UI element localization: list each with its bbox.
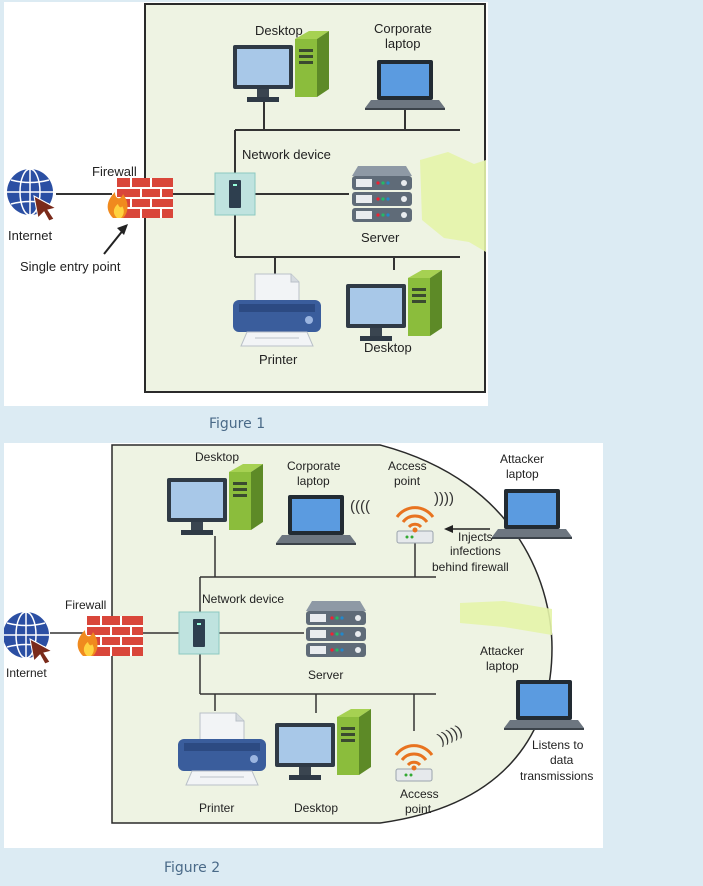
- printer-label: Printer: [199, 801, 234, 815]
- injects-label-2: infections: [450, 544, 501, 558]
- desktop-bottom-label: Desktop: [294, 801, 338, 815]
- access-point-bottom-label-2: point: [405, 802, 432, 816]
- listens-label-1: Listens to: [532, 738, 584, 752]
- server-icon: [306, 601, 366, 657]
- figure-2-caption: Figure 2: [164, 860, 221, 876]
- figure-1-caption: Figure 1: [209, 416, 266, 432]
- attacker-laptop-bottom-icon: [504, 680, 584, 730]
- network-device-label: Network device: [202, 592, 284, 606]
- corporate-laptop-label-1: Corporate: [374, 21, 432, 36]
- highlight-blob: [460, 601, 552, 635]
- figure-1-panel: Internet Firewall Single entry point Net…: [4, 2, 488, 406]
- corporate-laptop-label-1: Corporate: [287, 459, 341, 473]
- access-point-top-label-2: point: [394, 474, 421, 488]
- corporate-laptop-label-2: laptop: [297, 474, 330, 488]
- injects-label-1: Injects: [458, 530, 493, 544]
- server-label: Server: [308, 668, 343, 682]
- figure-2-panel: Internet Firewall Network device Desktop…: [4, 443, 603, 848]
- internet-label: Internet: [8, 228, 52, 243]
- attacker-laptop-bottom-label-1: Attacker: [480, 644, 524, 658]
- network-device-label: Network device: [242, 147, 331, 162]
- corporate-laptop-icon: [365, 60, 445, 110]
- network-device-icon: [178, 611, 220, 655]
- server-icon: [352, 166, 412, 222]
- attacker-laptop-top-icon: [492, 489, 572, 539]
- listens-label-2: data: [550, 753, 574, 767]
- wireless-waves-attacker-top: )))): [434, 490, 454, 507]
- highlight-blob: [420, 152, 486, 252]
- wireless-waves-corporate: ((((: [350, 498, 370, 515]
- desktop-bottom-label: Desktop: [364, 340, 412, 355]
- figure-2-diagram: Internet Firewall Network device Desktop…: [4, 444, 593, 824]
- injects-label-3: behind firewall: [432, 560, 509, 574]
- globe-icon: [4, 611, 53, 665]
- attacker-laptop-top-label-2: laptop: [506, 467, 539, 481]
- globe-icon: [6, 168, 57, 222]
- server-label: Server: [361, 230, 400, 245]
- desktop-top-label: Desktop: [255, 23, 303, 38]
- single-entry-point-label: Single entry point: [20, 259, 121, 274]
- attacker-laptop-top-label-1: Attacker: [500, 452, 544, 466]
- printer-label: Printer: [259, 352, 298, 367]
- desktop-top-label: Desktop: [195, 450, 239, 464]
- access-point-top-label-1: Access: [388, 459, 427, 473]
- corporate-laptop-label-2: laptop: [385, 36, 420, 51]
- network-lines: [50, 536, 436, 731]
- internet-label: Internet: [6, 666, 47, 680]
- firewall-icon: [76, 615, 144, 657]
- entry-arrow: [103, 228, 125, 255]
- firewall-icon: [106, 177, 174, 219]
- entry-arrowhead: [117, 224, 128, 235]
- attacker-laptop-bottom-label-2: laptop: [486, 659, 519, 673]
- firewall-label: Firewall: [92, 164, 137, 179]
- listens-label-3: transmissions: [520, 769, 593, 783]
- figure-1-diagram: Internet Firewall Single entry point Net…: [6, 3, 486, 393]
- firewall-label: Firewall: [65, 598, 106, 612]
- access-point-bottom-label-1: Access: [400, 787, 439, 801]
- corporate-laptop-icon: [276, 495, 356, 545]
- network-device-icon: [214, 172, 256, 216]
- network-lines: [56, 102, 460, 274]
- inject-arrowhead: [444, 525, 453, 533]
